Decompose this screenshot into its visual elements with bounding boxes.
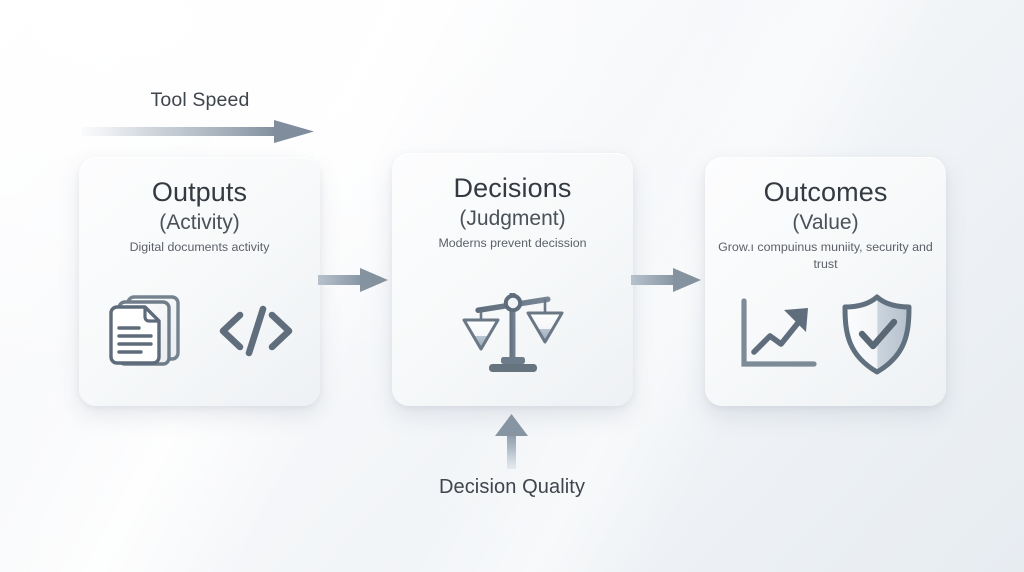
stage-title: Decisions <box>453 173 572 203</box>
stage-icon-row <box>705 285 946 385</box>
stage-card-outcomes[interactable]: Outcomes (Value) Grow.ı compuinus muniit… <box>705 157 946 406</box>
right-arrow-icon <box>631 268 701 292</box>
right-arrow-gradient-icon <box>82 120 314 143</box>
right-arrow-icon <box>318 268 388 292</box>
shield-check-icon <box>842 294 911 375</box>
stage-title: Outcomes <box>763 177 888 207</box>
stage-description: Moderns prevent decission <box>438 236 587 250</box>
growth-chart-arrow-icon <box>740 298 817 367</box>
stage-icon-row <box>79 281 320 381</box>
stage-description: Grow.ı compuinus muniity, security and t… <box>718 240 933 271</box>
code-brackets-icon <box>219 305 292 357</box>
decision-quality-label: Decision Quality <box>438 476 586 498</box>
up-arrow-icon <box>495 414 528 469</box>
stage-subtitle: (Value) <box>792 211 859 234</box>
documents-stack-icon <box>108 295 180 366</box>
stage-title: Outputs <box>151 177 248 207</box>
stage-subtitle: (Activity) <box>159 211 240 234</box>
stage-description: Digital documents activity <box>129 240 270 254</box>
stage-icon-row <box>392 281 633 381</box>
stage-card-outputs[interactable]: Outputs (Activity) Digital documents act… <box>79 157 320 406</box>
stage-subtitle: (Judgment) <box>459 207 566 230</box>
stage-card-decisions[interactable]: Decisions (Judgment) Moderns prevent dec… <box>392 153 633 406</box>
balance-scales-icon <box>462 293 563 372</box>
tool-speed-label: Tool Speed <box>150 89 250 111</box>
